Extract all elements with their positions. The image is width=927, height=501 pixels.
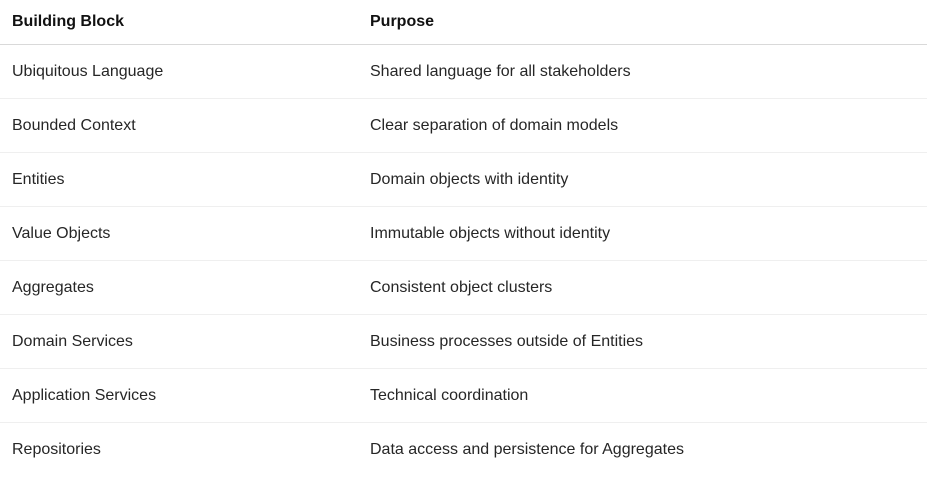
building-block-cell: Application Services (0, 368, 370, 423)
table-row: Value Objects Immutable objects without … (0, 206, 927, 261)
table-row: Domain Services Business processes outsi… (0, 314, 927, 369)
purpose-cell: Immutable objects without identity (370, 206, 927, 261)
table-row: Aggregates Consistent object clusters (0, 260, 927, 315)
table-header: Building Block Purpose (0, 0, 927, 45)
building-blocks-table: Building Block Purpose Ubiquitous Langua… (0, 0, 927, 477)
table-row: Application Services Technical coordinat… (0, 368, 927, 423)
purpose-cell: Consistent object clusters (370, 260, 927, 315)
purpose-cell: Domain objects with identity (370, 152, 927, 207)
purpose-cell: Data access and persistence for Aggregat… (370, 440, 684, 458)
table-body: Ubiquitous Language Shared language for … (0, 44, 927, 477)
building-blocks-table-container: Building Block Purpose Ubiquitous Langua… (0, 0, 927, 477)
purpose-cell: Clear separation of domain models (370, 98, 927, 153)
building-block-cell: Domain Services (0, 314, 370, 369)
purpose-cell: Shared language for all stakeholders (370, 44, 927, 99)
purpose-cell: Technical coordination (370, 368, 927, 423)
building-block-cell: Repositories (12, 440, 101, 458)
column-header-purpose: Purpose (370, 0, 927, 45)
building-block-cell: Aggregates (0, 260, 370, 315)
building-block-cell: Bounded Context (0, 98, 370, 153)
purpose-cell: Business processes outside of Entities (370, 314, 927, 369)
table-row: Repositories Data access and persistence… (0, 423, 927, 477)
header-row: Building Block Purpose (0, 0, 927, 45)
table-row: Ubiquitous Language Shared language for … (0, 44, 927, 99)
building-block-cell: Value Objects (0, 206, 370, 261)
column-header-building-block: Building Block (0, 0, 370, 45)
building-block-cell: Entities (0, 152, 370, 207)
table-row: Bounded Context Clear separation of doma… (0, 98, 927, 153)
building-block-cell: Ubiquitous Language (0, 44, 370, 99)
table-row: Entities Domain objects with identity (0, 152, 927, 207)
